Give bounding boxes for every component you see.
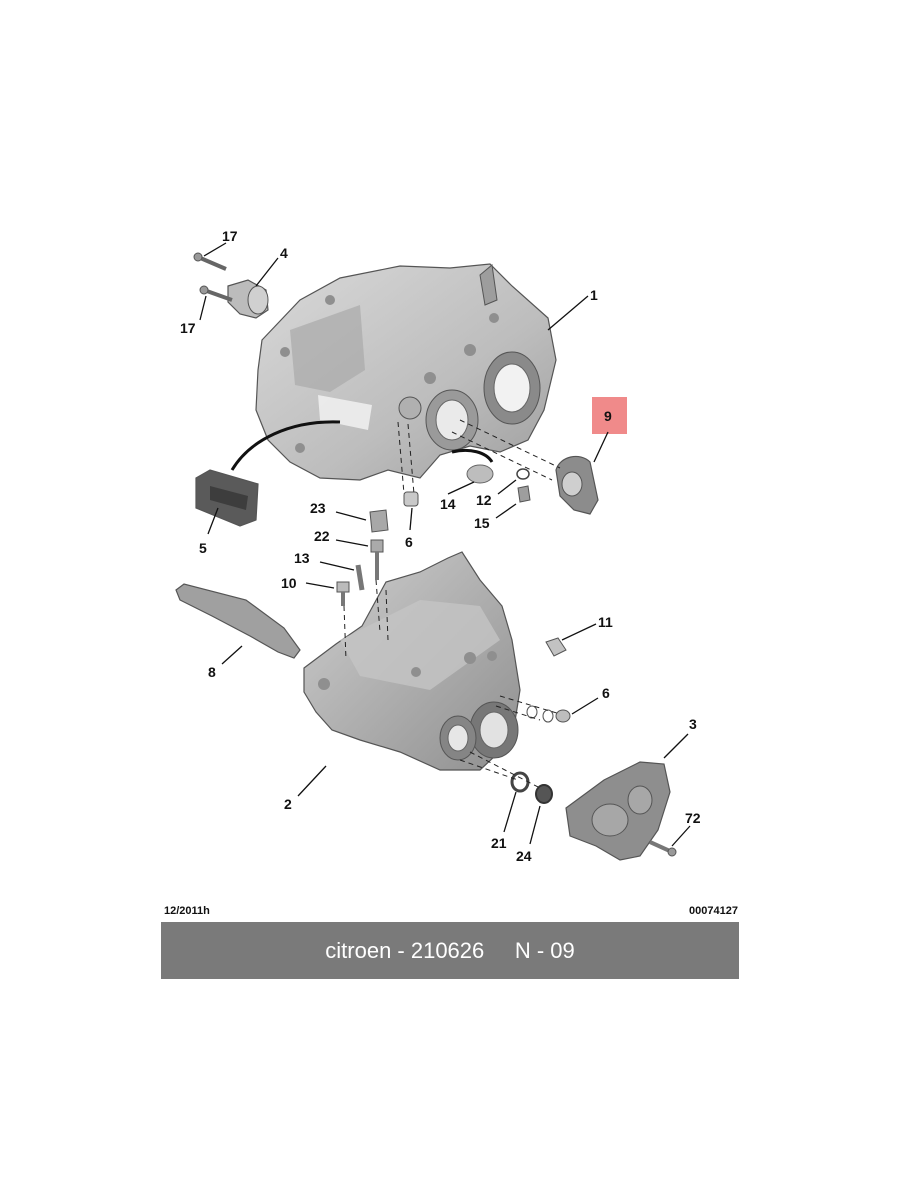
highlight-box: [592, 397, 627, 434]
callout-5: 5: [199, 540, 207, 556]
callout-21: 21: [491, 835, 507, 851]
seal-part-24: [535, 784, 553, 804]
callout-24: 24: [516, 848, 532, 864]
fitting-part-15: [517, 485, 531, 503]
seal-part-21: [510, 771, 530, 793]
sensor-part-23: [369, 509, 389, 533]
callout-17-lower: 17: [180, 320, 196, 336]
clutch-housing-part-1: [255, 263, 557, 481]
cover-block-part-5: [195, 469, 259, 527]
callout-17-upper: 17: [222, 228, 238, 244]
callout-12: 12: [476, 492, 492, 508]
callout-8: 8: [208, 664, 216, 680]
assembly-dashed-lines: [343, 419, 561, 789]
guide-part-8: [175, 583, 301, 659]
caption-text: citroen - 210626 N - 09: [325, 937, 575, 963]
plug-part-6-lower: [555, 709, 571, 723]
washer-part-12: [516, 468, 530, 480]
callout-1: 1: [590, 287, 598, 303]
callout-3: 3: [689, 716, 697, 732]
pin-part-11: [545, 637, 567, 657]
screw-part-10: [336, 581, 350, 606]
callout-22: 22: [314, 528, 330, 544]
callout-72: 72: [685, 810, 701, 826]
callout-11: 11: [598, 614, 613, 630]
sensor-part-13: [355, 564, 365, 591]
caption-bar: citroen - 210626 N - 09: [161, 922, 739, 979]
callout-labels: 17 4 17 1 9 5 14 12 15 23 6 22 13 10 11 …: [180, 228, 701, 864]
footer-date: 12/2011h: [164, 905, 210, 917]
callout-13: 13: [294, 550, 310, 566]
callout-4: 4: [280, 245, 288, 261]
bolt-part-72: [649, 840, 677, 857]
bolt-part-17-lower: [199, 285, 233, 302]
plug-part-14: [466, 464, 494, 484]
leader-lines: [199, 242, 691, 847]
callout-14: 14: [440, 496, 456, 512]
callout-23: 23: [310, 500, 326, 516]
bolt-part-17-upper: [193, 252, 227, 271]
end-cover-part-3: [565, 761, 671, 861]
bush-part-6-upper: [403, 491, 419, 507]
callout-15: 15: [474, 515, 490, 531]
footer-reference-code: 00074127: [689, 905, 738, 917]
gearbox-casing-part-2: [303, 551, 521, 771]
callout-2: 2: [284, 796, 292, 812]
release-fork-bearing-part-4: [227, 279, 269, 319]
actuator-part-9: [555, 455, 599, 515]
switch-part-22: [370, 539, 384, 580]
callout-6-lower: 6: [602, 685, 610, 701]
callout-9: 9: [604, 408, 612, 424]
callout-10: 10: [281, 575, 297, 591]
callout-6-upper: 6: [405, 534, 413, 550]
